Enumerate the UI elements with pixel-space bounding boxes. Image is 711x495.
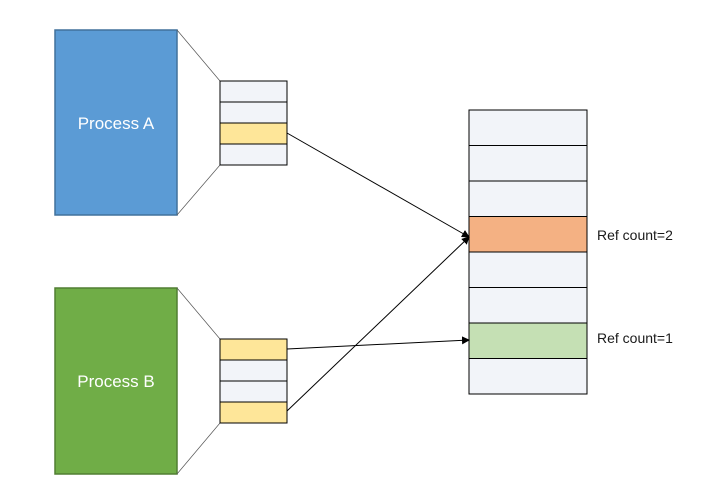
ref-count-labels: Ref count=2 Ref count=1 — [597, 227, 673, 346]
memory-page-5 — [468, 251, 588, 288]
memory-page-7 — [468, 322, 588, 359]
ref-count-shared: Ref count=2 — [597, 227, 673, 243]
table-a-row-1 — [219, 80, 288, 103]
process-b: Process B — [54, 287, 178, 475]
process-a: Process A — [54, 29, 178, 216]
memory-page-2 — [468, 145, 588, 182]
arrow-b-to-shared — [286, 236, 470, 412]
table-b-row-3 — [219, 380, 288, 403]
table-a-row-4 — [219, 143, 288, 166]
process-a-page-table — [219, 80, 288, 166]
zoom-lines-a — [176, 29, 221, 216]
table-b-row-1 — [219, 338, 288, 361]
process-b-box — [54, 287, 178, 475]
memory-page-1 — [468, 109, 588, 146]
table-b-row-2 — [219, 359, 288, 382]
zoom-lines-b — [176, 287, 221, 475]
arrow-b-to-private — [286, 336, 470, 350]
memory-page-4 — [468, 216, 588, 253]
process-a-box — [54, 29, 178, 216]
ref-count-private: Ref count=1 — [597, 330, 673, 346]
arrow-a-to-shared — [286, 132, 470, 238]
table-b-row-4 — [219, 401, 288, 424]
table-a-row-2 — [219, 101, 288, 124]
memory-page-3 — [468, 180, 588, 217]
process-a-label: Process A — [78, 114, 155, 133]
memory-page-8 — [468, 358, 588, 395]
physical-memory — [468, 109, 588, 395]
mapping-arrows — [286, 132, 470, 412]
table-a-row-3 — [219, 122, 288, 145]
process-b-page-table — [219, 338, 288, 424]
process-b-label: Process B — [77, 372, 154, 391]
memory-page-6 — [468, 287, 588, 324]
